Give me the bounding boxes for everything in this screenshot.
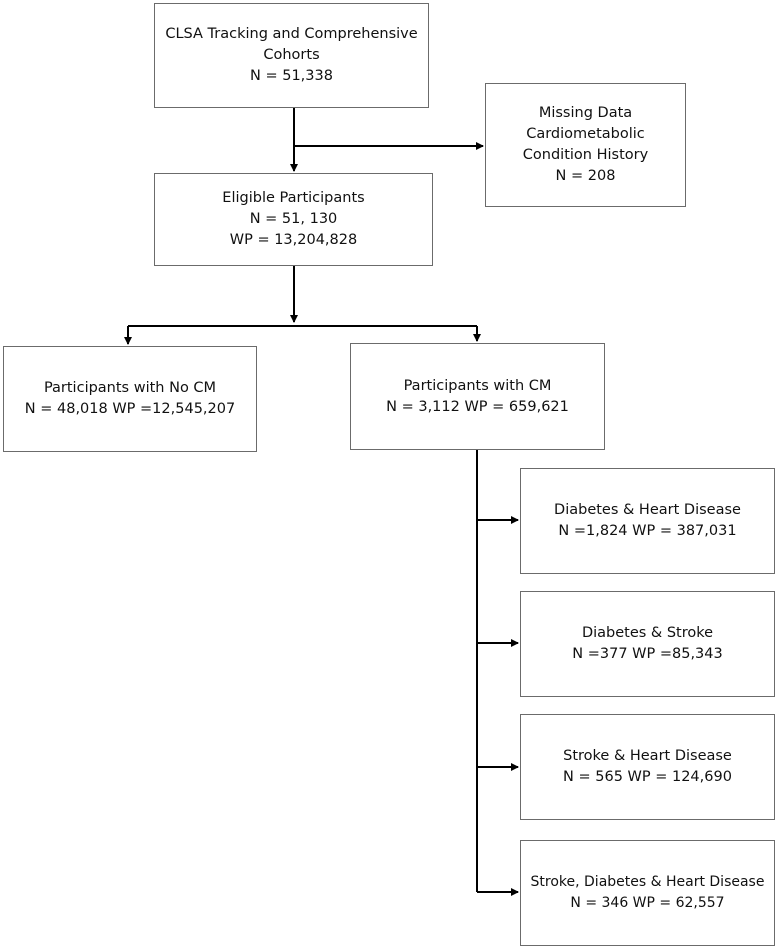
cohort-count: N = 51,338 (250, 68, 333, 84)
missing-title-line-2: Cardiometabolic (526, 126, 645, 142)
no-cm-title: Participants with No CM (43, 380, 217, 396)
stroke-heart-title: Stroke & Heart Disease (563, 748, 732, 764)
cm-box: Participants with CM N = 3,112 WP = 659,… (350, 343, 605, 450)
missing-count: N = 208 (555, 168, 616, 184)
stroke-heart-counts: N = 565 WP = 124,690 (563, 769, 732, 785)
missing-data-box: Missing Data Cardiometabolic Condition H… (485, 83, 686, 207)
no-cm-counts: N = 48,018 WP =12,545,207 (24, 401, 236, 417)
missing-title-line-1: Missing Data (538, 105, 633, 121)
all-three-title: Stroke, Diabetes & Heart Disease (530, 874, 765, 890)
diabetes-stroke-counts: N =377 WP =85,343 (572, 646, 723, 662)
eligible-title: Eligible Participants (222, 190, 365, 206)
eligible-participants-box: Eligible Participants N = 51, 130 WP = 1… (154, 173, 433, 266)
cohort-title-line-2: Cohorts (263, 47, 320, 63)
cm-counts: N = 3,112 WP = 659,621 (386, 398, 569, 415)
diabetes-stroke-box: Diabetes & Stroke N =377 WP =85,343 (520, 591, 775, 697)
eligible-weighted-count: WP = 13,204,828 (229, 232, 358, 248)
no-cm-box: Participants with No CM N = 48,018 WP =1… (3, 346, 257, 452)
stroke-heart-disease-box: Stroke & Heart Disease N = 565 WP = 124,… (520, 714, 775, 820)
eligible-count: N = 51, 130 (249, 211, 338, 227)
cm-title: Participants with CM (403, 377, 552, 394)
diabetes-heart-title: Diabetes & Heart Disease (554, 502, 741, 518)
cohort-box: CLSA Tracking and Comprehensive Cohorts … (154, 3, 429, 108)
diabetes-heart-counts: N =1,824 WP = 387,031 (558, 523, 737, 539)
stroke-diabetes-heart-disease-box: Stroke, Diabetes & Heart Disease N = 346… (520, 840, 775, 946)
cohort-title-line-1: CLSA Tracking and Comprehensive (165, 26, 418, 42)
diabetes-stroke-title: Diabetes & Stroke (581, 625, 714, 641)
missing-title-line-3: Condition History (522, 147, 649, 163)
all-three-counts: N = 346 WP = 62,557 (570, 895, 725, 911)
diabetes-heart-disease-box: Diabetes & Heart Disease N =1,824 WP = 3… (520, 468, 775, 574)
